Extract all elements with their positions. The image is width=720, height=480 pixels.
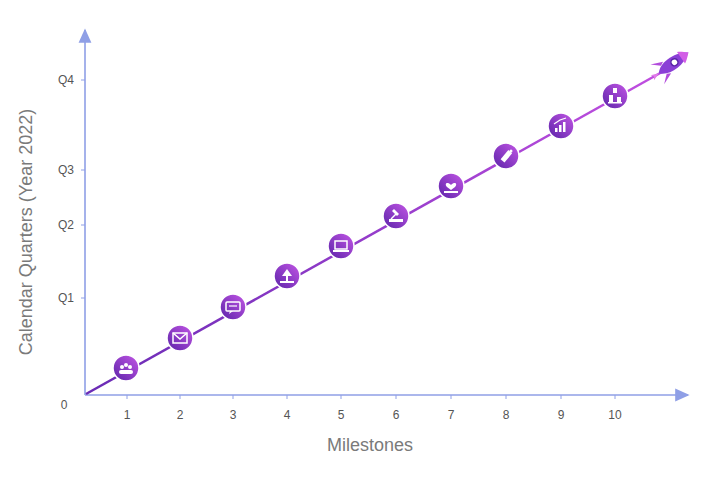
axis-tick-label: 9 <box>558 409 565 421</box>
y-axis <box>84 30 86 395</box>
axis-tick-label: 0 <box>61 399 68 411</box>
x-axis <box>85 394 688 396</box>
axis-tick-label: Q2 <box>58 219 74 231</box>
trend-line <box>86 72 662 394</box>
axis-tick-label: 2 <box>177 409 184 421</box>
axis-tick-label: Q4 <box>58 74 74 86</box>
axis-tick-label: 8 <box>503 409 510 421</box>
axis-tick-label: 6 <box>393 409 400 421</box>
axis-tick-label: 3 <box>230 409 237 421</box>
axis-tick-label: 5 <box>338 409 345 421</box>
axis-tick-label: 7 <box>448 409 455 421</box>
rocket-icon <box>645 43 695 88</box>
milestone-dots <box>113 83 628 381</box>
axis-tick-label: 1 <box>124 409 131 421</box>
axis-tick-label: Q3 <box>58 164 74 176</box>
axis-tick-label: Q1 <box>58 292 74 304</box>
axis-tick-label: 4 <box>284 409 291 421</box>
axis-title: Calendar Quarters (Year 2022) <box>17 109 35 355</box>
axis-title: Milestones <box>327 436 413 454</box>
axis-tick-label: 10 <box>608 409 621 421</box>
